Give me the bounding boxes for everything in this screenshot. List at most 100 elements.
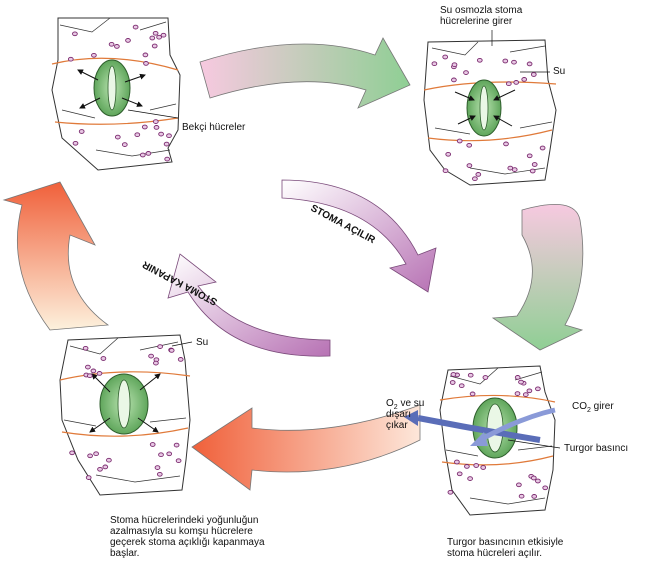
nucleus-dot: [531, 162, 538, 167]
nucleus-dot: [466, 142, 473, 148]
nucleus-dot: [480, 465, 487, 470]
nucleus-dot: [97, 466, 103, 472]
nucleus-dot: [100, 356, 107, 361]
panel-top-left: [51, 17, 181, 171]
nucleus-dot: [151, 43, 158, 49]
nucleus-dot: [158, 452, 164, 458]
nucleus-dot: [175, 458, 182, 464]
nucleus-dot: [513, 80, 520, 85]
nucleus-dot: [447, 489, 454, 495]
caption-bottom-left-line2: azalmasıyla su komşu hücrelere: [110, 526, 253, 537]
nucleus-dot: [90, 368, 97, 374]
nucleus-dot: [166, 451, 173, 457]
nucleus-dot: [173, 442, 180, 448]
nucleus-dot: [522, 392, 529, 397]
nucleus-dot: [482, 375, 489, 380]
nucleus-dot: [141, 124, 148, 130]
arrow-stoma-opens: [281, 179, 437, 293]
nucleus-dot: [67, 56, 74, 62]
nucleus-dot: [125, 38, 131, 43]
nucleus-dot: [530, 72, 537, 77]
nucleus-dot: [542, 485, 549, 491]
nucleus-dot: [145, 151, 152, 156]
nucleus-dot: [467, 372, 474, 378]
nucleus-dot: [168, 348, 175, 353]
nucleus-dot: [85, 364, 91, 370]
nucleus-dot: [142, 52, 149, 58]
nucleus-dot: [445, 151, 452, 157]
o2-label-line2: dışarı: [386, 409, 412, 420]
nucleus-dot: [503, 141, 509, 147]
nucleus-dot: [156, 34, 162, 40]
guard-cells-label: Bekçi hücreler: [182, 122, 246, 133]
nucleus-dot: [114, 44, 120, 49]
arrow-stoma-closes: [167, 253, 331, 357]
nucleus-dot: [502, 58, 509, 64]
nucleus-dot: [148, 353, 154, 359]
nucleus-dot: [93, 451, 99, 457]
nucleus-dot: [86, 373, 93, 379]
nucleus-dot: [526, 153, 533, 159]
nucleus-dot: [149, 35, 156, 41]
nucleus-dot: [72, 140, 79, 146]
nucleus-dot: [96, 371, 103, 376]
nucleus-dot: [475, 172, 482, 177]
nucleus-dot: [152, 119, 159, 124]
nucleus-dot: [78, 129, 85, 134]
nucleus-dot: [87, 453, 93, 459]
nucleus-dot: [442, 168, 449, 174]
caption-bottom-left-line1: Stoma hücrelerindeki yoğunluğun: [110, 515, 259, 526]
nucleus-dot: [451, 77, 457, 83]
nucleus-dot: [442, 54, 449, 60]
nucleus-dot: [143, 61, 149, 66]
nucleus-dot: [531, 494, 538, 499]
osmosis-label-line2: hücrelerine girer: [440, 16, 513, 27]
nucleus-dot: [139, 152, 146, 158]
nucleus-dot: [526, 61, 533, 67]
nucleus-dot: [456, 471, 463, 477]
nucleus-dot: [121, 142, 128, 147]
osmosis-label-line1: Su osmozla stoma: [440, 5, 523, 16]
nucleus-dot: [511, 59, 517, 65]
nucleus-dot: [521, 77, 528, 82]
nucleus-dot: [466, 163, 473, 168]
nucleus-dot: [530, 475, 537, 481]
o2-out-arrow: [417, 415, 541, 443]
o2-label: O2 ve su: [386, 398, 425, 411]
nucleus-dot: [469, 391, 476, 397]
nucleus-dot: [134, 132, 141, 138]
nucleus-dot: [91, 52, 97, 58]
nucleus-dot: [177, 357, 184, 362]
nucleus-dot: [132, 24, 139, 30]
arrow-left-up: [2, 181, 110, 331]
nucleus-dot: [157, 344, 163, 349]
panel-bottom-left: [59, 334, 193, 496]
nucleus-dot: [166, 133, 172, 139]
water-label-top-right: Su: [553, 66, 566, 77]
caption-bottom-right-line1: Turgor basıncının etkisiyle: [447, 537, 564, 548]
nucleus-dot: [539, 145, 546, 151]
panel-top-right: [423, 30, 557, 186]
turgor-label: Turgor basıncı: [564, 443, 629, 454]
nucleus-dot: [535, 386, 541, 392]
nucleus-dot: [153, 360, 159, 366]
nucleus-dot: [431, 61, 438, 67]
nucleus-dot: [69, 450, 75, 456]
nucleus-dot: [72, 31, 78, 37]
nucleus-dot: [518, 493, 525, 499]
nucleus-dot: [160, 32, 167, 38]
water-label-bottom-left: Su: [196, 337, 209, 348]
nucleus-dot: [154, 465, 161, 470]
nucleus-dot: [156, 471, 163, 477]
nucleus-dot: [108, 41, 115, 47]
nucleus-dot: [467, 476, 473, 481]
nucleus-dot: [153, 125, 160, 130]
co2-in-arrow: [478, 407, 556, 443]
nucleus-dot: [473, 463, 480, 468]
cell-nuclei: [67, 24, 549, 499]
nucleus-dot: [449, 380, 456, 385]
caption-bottom-left-line3: geçerek stoma açıklığı kapanmaya: [110, 537, 265, 548]
nucleus-dot: [535, 478, 541, 484]
nucleus-dot: [451, 62, 458, 68]
